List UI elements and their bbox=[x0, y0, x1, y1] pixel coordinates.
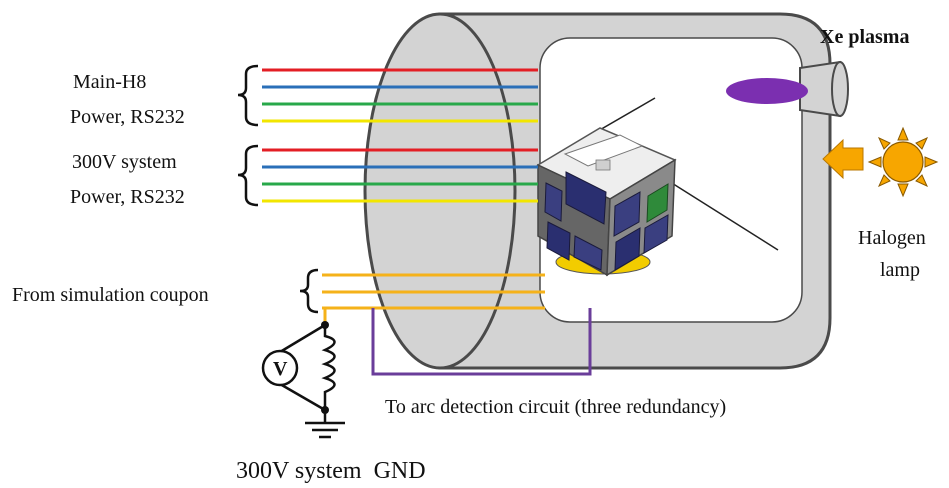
coupon-brace bbox=[299, 268, 319, 314]
sun-icon bbox=[867, 126, 939, 198]
coupon-label: From simulation coupon bbox=[12, 284, 209, 306]
gnd-label: 300V system GND bbox=[236, 458, 426, 484]
xe-plasma-blob bbox=[726, 78, 808, 104]
main-h8-brace bbox=[237, 64, 259, 127]
main-h8-wires bbox=[262, 68, 538, 123]
sys300-label: 300V system bbox=[72, 151, 177, 173]
lamp-label: lamp bbox=[880, 259, 920, 281]
arc-detection-line bbox=[371, 308, 592, 376]
coupon-wires bbox=[322, 273, 545, 325]
halogen-label: Halogen bbox=[858, 227, 926, 249]
voltmeter-icon bbox=[261, 349, 299, 387]
voltmeter-label: V bbox=[273, 358, 288, 380]
sys300-sublabel: Power, RS232 bbox=[70, 186, 185, 208]
plasma-source-port bbox=[831, 61, 849, 117]
sys300-wires bbox=[262, 148, 538, 203]
main-h8-sublabel: Power, RS232 bbox=[70, 106, 185, 128]
inductor-icon bbox=[321, 325, 336, 410]
main-h8-label: Main-H8 bbox=[73, 71, 146, 93]
sys300-brace bbox=[237, 144, 259, 207]
ground-icon bbox=[305, 421, 345, 439]
cubesat-icon bbox=[536, 97, 779, 277]
arc-detection-label: To arc detection circuit (three redundan… bbox=[385, 396, 726, 418]
arrow-left-icon bbox=[822, 138, 864, 180]
measurement-circuit bbox=[261, 321, 345, 439]
xe-plasma-label: Xe plasma bbox=[820, 26, 909, 48]
